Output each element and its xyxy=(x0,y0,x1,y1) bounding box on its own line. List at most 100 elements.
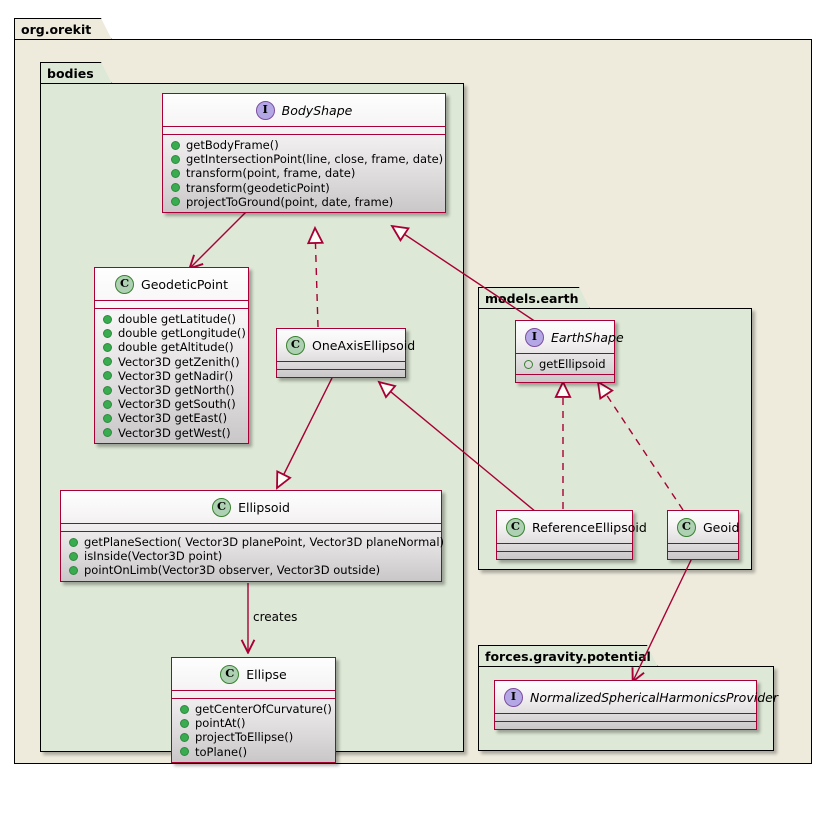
class-member: Vector3D getNorth() xyxy=(95,383,248,397)
visibility-public-icon xyxy=(69,551,78,561)
attributes-compartment-ellipsoid xyxy=(61,524,441,531)
class-member: getCenterOfCurvature() xyxy=(172,702,335,716)
member-label: pointAt() xyxy=(195,716,246,731)
class-member: toPlane() xyxy=(172,745,335,759)
class-name-nshp: NormalizedSphericalHarmonicsProvider xyxy=(530,689,778,705)
divider xyxy=(277,361,405,362)
class-header-referenceellipsoid: C ReferenceEllipsoid xyxy=(497,511,647,543)
divider xyxy=(172,690,335,691)
attributes-compartment-oneaxisellipsoid xyxy=(277,362,405,369)
member-label: Vector3D getZenith() xyxy=(118,354,240,369)
package-label-forces-gravity-potential: forces.gravity.potential xyxy=(485,649,651,664)
divider xyxy=(516,353,614,354)
class-name-geoid: Geoid xyxy=(703,519,740,535)
class-box-referenceellipsoid[interactable]: C ReferenceEllipsoid xyxy=(496,510,647,560)
class-member: projectToEllipse() xyxy=(172,730,335,744)
attributes-compartment-referenceellipsoid xyxy=(497,544,632,551)
member-label: Vector3D getSouth() xyxy=(118,397,236,412)
class-name-oneaxisellipsoid: OneAxisEllipsoid xyxy=(312,337,416,353)
class-box-bodyshape[interactable]: I BodyShape getBodyFrame() getIntersecti… xyxy=(162,93,446,214)
class-icon: C xyxy=(212,497,232,517)
visibility-public-icon xyxy=(171,169,180,178)
class-box-geodeticpoint[interactable]: C GeodeticPoint double getLatitude() dou… xyxy=(94,267,249,444)
visibility-public-icon xyxy=(103,428,112,438)
methods-compartment-nshp xyxy=(495,722,756,729)
class-member: getBodyFrame() xyxy=(163,138,445,152)
class-box-oneaxisellipsoid[interactable]: C OneAxisEllipsoid xyxy=(276,328,415,378)
class-member: double getLatitude() xyxy=(95,312,248,326)
attributes-compartment-geoid xyxy=(668,544,738,551)
package-label-models-earth: models.earth xyxy=(485,291,579,306)
package-tab-models-earth: models.earth xyxy=(478,287,590,309)
member-label: getIntersectionPoint(line, close, frame,… xyxy=(186,152,444,167)
package-tab-forces-gravity-potential: forces.gravity.potential xyxy=(478,645,658,667)
divider xyxy=(495,721,756,722)
member-label: Vector3D getNorth() xyxy=(118,383,235,398)
class-header-ellipsoid: C Ellipsoid xyxy=(61,491,441,523)
methods-compartment-geodeticpoint: double getLatitude() double getLongitude… xyxy=(95,309,248,443)
class-member: double getAltitude() xyxy=(95,340,248,354)
class-box-ellipsoid[interactable]: C Ellipsoid getPlaneSection( Vector3D pl… xyxy=(60,490,444,582)
attributes-compartment-nshp xyxy=(495,714,756,721)
divider xyxy=(668,543,738,544)
visibility-public-icon xyxy=(103,357,112,367)
class-icon: C xyxy=(506,517,525,537)
divider xyxy=(163,134,445,135)
class-member: isInside(Vector3D point) xyxy=(61,549,441,563)
class-header-ellipse: C Ellipse xyxy=(172,658,335,690)
member-label: Vector3D getNadir() xyxy=(118,368,234,383)
member-label: Vector3D getEast() xyxy=(118,411,228,426)
class-member: getPlaneSection( Vector3D planePoint, Ve… xyxy=(61,535,444,549)
member-label: projectToGround(point, date, frame) xyxy=(186,194,394,209)
class-box-geoid[interactable]: C Geoid xyxy=(667,510,739,560)
class-member: transform(geodeticPoint) xyxy=(163,181,445,195)
divider xyxy=(277,369,405,370)
class-member: Vector3D getWest() xyxy=(95,426,248,440)
visibility-public-icon xyxy=(171,154,180,164)
interface-icon: I xyxy=(504,687,523,707)
member-label: getCenterOfCurvature() xyxy=(195,702,332,716)
methods-compartment-ellipsoid: getPlaneSection( Vector3D planePoint, Ve… xyxy=(61,532,444,581)
member-label: getEllipsoid xyxy=(539,357,606,371)
visibility-public-icon xyxy=(103,371,112,381)
divider xyxy=(163,126,445,127)
class-member: projectToGround(point, date, frame) xyxy=(163,195,445,209)
class-name-referenceellipsoid: ReferenceEllipsoid xyxy=(532,519,647,535)
class-header-geodeticpoint: C GeodeticPoint xyxy=(95,268,248,300)
interface-icon: I xyxy=(255,100,275,120)
class-member: getEllipsoid xyxy=(516,357,614,371)
class-icon: C xyxy=(115,274,135,294)
methods-compartment-geoid xyxy=(668,552,738,559)
divider xyxy=(516,374,614,376)
class-header-earthshape: I EarthShape xyxy=(516,321,624,353)
methods-compartment-earthshape xyxy=(516,375,614,382)
member-label: double getLongitude() xyxy=(118,326,246,341)
divider xyxy=(495,713,756,714)
visibility-public-icon xyxy=(103,399,112,409)
package-label-bodies: bodies xyxy=(47,66,94,81)
class-header-nshp: I NormalizedSphericalHarmonicsProvider xyxy=(495,681,778,713)
class-name-bodyshape: BodyShape xyxy=(281,102,353,118)
class-name-earthshape: EarthShape xyxy=(551,329,624,345)
visibility-public-icon xyxy=(103,343,112,352)
divider xyxy=(61,531,441,532)
methods-compartment-ellipse: getCenterOfCurvature() pointAt() project… xyxy=(172,699,335,762)
member-label: isInside(Vector3D point) xyxy=(84,549,223,564)
methods-compartment-oneaxisellipsoid xyxy=(277,370,405,377)
visibility-public-icon xyxy=(171,197,180,207)
class-box-earthshape[interactable]: I EarthShape getEllipsoid xyxy=(515,320,624,384)
member-label: double getAltitude() xyxy=(118,340,234,355)
class-box-normalizedsphericalharmonicsprovider[interactable]: I NormalizedSphericalHarmonicsProvider xyxy=(494,680,778,730)
class-box-ellipse[interactable]: C Ellipse getCenterOfCurvature() pointAt… xyxy=(171,657,336,763)
visibility-public-icon xyxy=(171,140,180,150)
package-tab-org-orekit: org.orekit xyxy=(14,18,112,40)
visibility-public-icon xyxy=(69,537,78,547)
class-member: transform(point, frame, date) xyxy=(163,166,445,180)
class-member: Vector3D getEast() xyxy=(95,411,248,425)
divider xyxy=(61,523,441,524)
visibility-public-icon xyxy=(103,314,112,324)
class-member: double getLongitude() xyxy=(95,326,248,340)
visibility-public-icon xyxy=(103,385,112,395)
member-label: transform(geodeticPoint) xyxy=(186,180,330,195)
